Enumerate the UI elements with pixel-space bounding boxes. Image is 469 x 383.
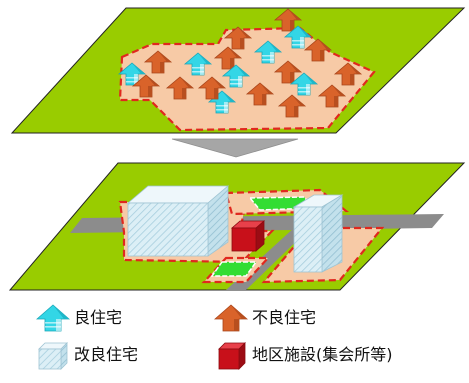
improved-housing-large xyxy=(126,185,230,257)
legend-bad-house-label: 不良住宅 xyxy=(252,308,317,327)
green-space-lower xyxy=(210,261,258,277)
legend-good-house: 良住宅 xyxy=(36,304,122,332)
cyan-house-icon xyxy=(36,304,70,332)
legend-improved-housing-label: 改良住宅 xyxy=(74,345,139,364)
transition-arrow xyxy=(171,138,299,158)
legend-good-house-label: 良住宅 xyxy=(74,308,123,327)
legend-improved-housing: 改良住宅 xyxy=(36,340,138,370)
district-facility xyxy=(230,220,266,252)
orange-house-icon xyxy=(214,304,248,332)
legend-district-facility: 地区施設(集会所等) xyxy=(214,340,393,370)
light-blue-block-icon xyxy=(38,342,68,370)
improved-housing-tower xyxy=(292,194,344,273)
district-boundary-before xyxy=(118,26,376,132)
red-block-icon xyxy=(218,342,246,370)
legend-bad-house: 不良住宅 xyxy=(214,304,316,332)
legend-district-facility-label: 地区施設(集会所等) xyxy=(252,345,393,364)
